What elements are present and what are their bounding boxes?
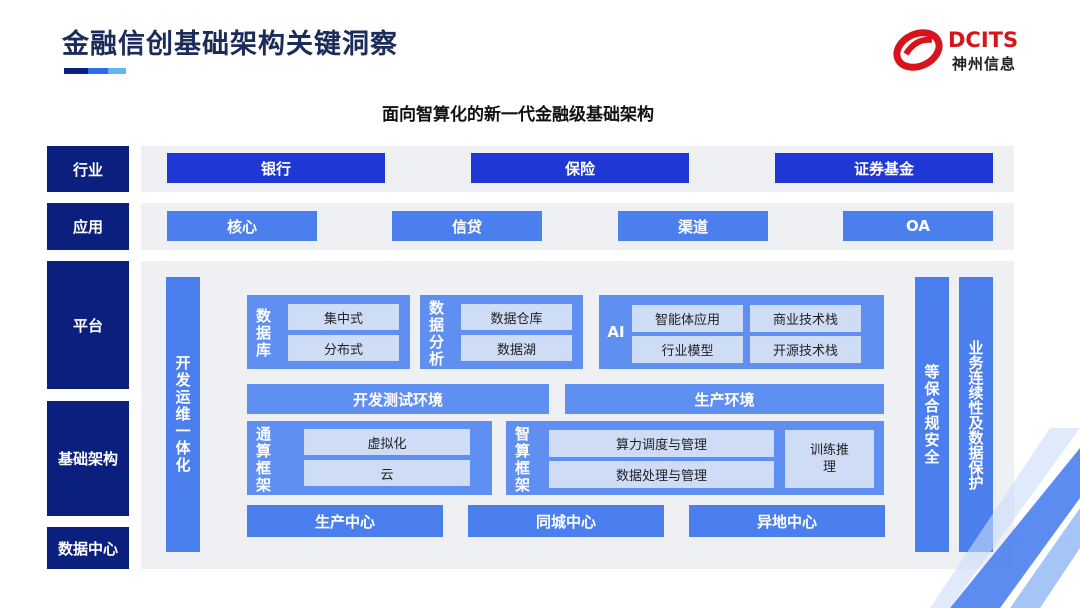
app-credit: 信贷: [392, 211, 542, 241]
analytics-data-lake: 数据湖: [461, 335, 572, 361]
database-group-label: 数据库: [254, 308, 272, 359]
logo-chinese-text: 神州信息: [952, 55, 1017, 73]
dc-remote: 异地中心: [689, 505, 885, 537]
business-continuity-label: 业务连续性及数据保护: [966, 339, 985, 490]
dc-production: 生产中心: [247, 505, 443, 537]
industry-insurance: 保险: [471, 153, 689, 183]
security-compliance-column: 等保合规安全: [915, 277, 949, 552]
logo-brand-text: DCITS: [948, 28, 1019, 52]
db-distributed: 分布式: [288, 335, 399, 361]
corner-decoration: [890, 428, 1080, 608]
compute-scheduling: 算力调度与管理: [549, 430, 774, 457]
business-continuity-column: 业务连续性及数据保护: [959, 277, 993, 552]
layer-label-infrastructure: 基础架构: [47, 401, 129, 516]
db-centralized: 集中式: [288, 304, 399, 330]
industry-bank: 银行: [167, 153, 385, 183]
devops-label: 开发运维一体化: [173, 355, 192, 474]
page-title: 金融信创基础架构关键洞察: [62, 29, 398, 60]
app-channel: 渠道: [618, 211, 768, 241]
layer-label-industry: 行业: [47, 146, 129, 192]
dc-same-city: 同城中心: [468, 505, 664, 537]
app-core: 核心: [167, 211, 317, 241]
analytics-group-label: 数据分析: [427, 300, 445, 368]
ai-agent-apps: 智能体应用: [632, 305, 743, 332]
prod-env: 生产环境: [565, 384, 884, 414]
general-compute-label: 通算框架: [254, 426, 272, 494]
logo-swirl-icon: [893, 29, 943, 71]
security-compliance-label: 等保合规安全: [922, 363, 941, 466]
app-oa: OA: [843, 211, 993, 241]
compute-cloud: 云: [304, 460, 470, 486]
layer-label-platform: 平台: [47, 261, 129, 389]
dev-test-env: 开发测试环境: [247, 384, 549, 414]
smart-compute-label: 智算框架: [513, 426, 531, 494]
ai-opensource-stack: 开源技术栈: [750, 336, 861, 363]
data-processing: 数据处理与管理: [549, 461, 774, 488]
layer-label-datacenter: 数据中心: [47, 527, 129, 569]
diagram-title: 面向智算化的新一代金融级基础架构: [382, 105, 654, 125]
training-inference: 训练推理: [785, 430, 874, 488]
compute-virtualization: 虚拟化: [304, 429, 470, 455]
layer-label-application: 应用: [47, 203, 129, 250]
analytics-data-warehouse: 数据仓库: [461, 304, 572, 330]
ai-industry-models: 行业模型: [632, 336, 743, 363]
company-logo: DCITS 神州信息: [892, 24, 1052, 74]
ai-group-label: AI: [607, 323, 625, 341]
devops-column: 开发运维一体化: [166, 277, 200, 552]
ai-commercial-stack: 商业技术栈: [750, 305, 861, 332]
industry-securities-funds: 证券基金: [775, 153, 993, 183]
